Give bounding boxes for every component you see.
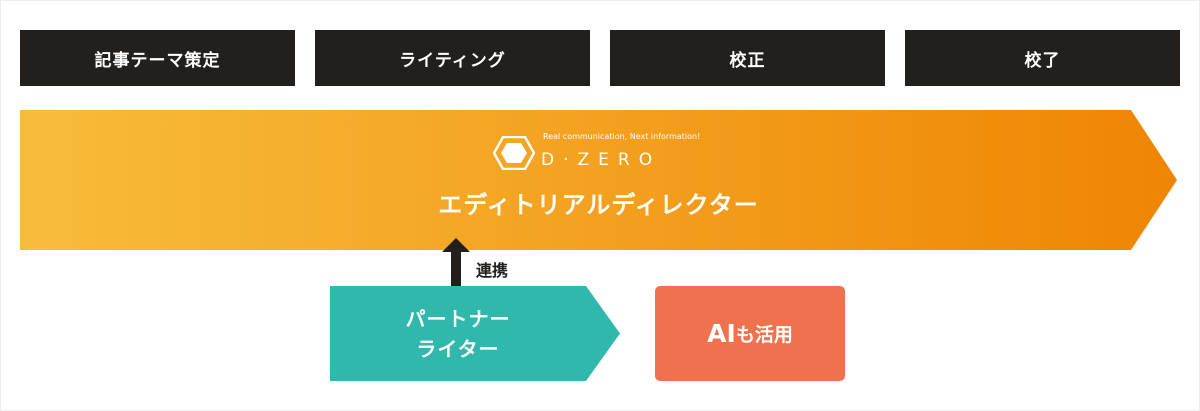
bidirectional-arrow-icon bbox=[442, 238, 470, 300]
editorial-director-title: エディトリアルディレクター bbox=[438, 191, 759, 219]
ai-usage-label: も活用 bbox=[735, 324, 793, 346]
editorial-director-arrow bbox=[20, 110, 1177, 250]
dzero-logo: Real communication, Next information! D·… bbox=[493, 132, 723, 176]
stage-writing: ライティング bbox=[315, 30, 590, 86]
stage-theme-planning: 記事テーマ策定 bbox=[20, 30, 295, 86]
stage-proofreading: 校正 bbox=[610, 30, 885, 86]
partner-label-line2: ライター bbox=[416, 336, 500, 361]
partner-label-line1: パートナー bbox=[405, 306, 511, 331]
logo-tagline: Real communication, Next information! bbox=[543, 132, 701, 141]
stage-final-approval: 校了 bbox=[905, 30, 1180, 86]
hexagon-logo-icon bbox=[493, 136, 535, 170]
partner-writer-arrow: パートナー ライター bbox=[330, 286, 620, 381]
logo-brand: D·ZERO bbox=[541, 150, 662, 170]
ai-label: AI bbox=[707, 319, 736, 348]
collaboration-label: 連携 bbox=[476, 261, 509, 280]
ai-usage-box: AI も活用 bbox=[655, 286, 845, 381]
